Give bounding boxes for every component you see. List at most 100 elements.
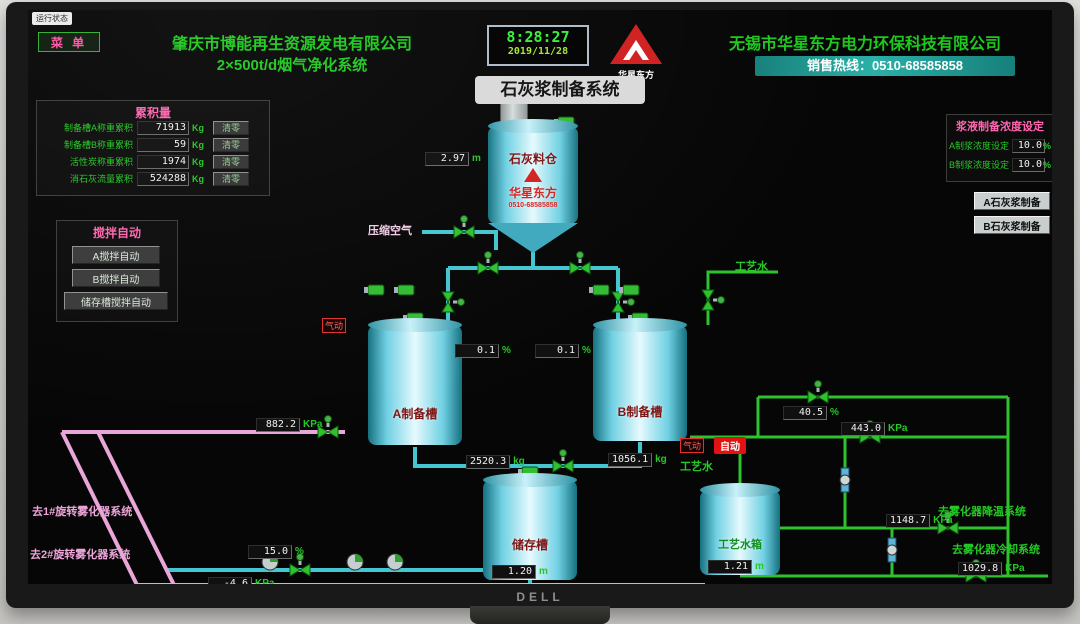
setpoint-unit: % xyxy=(1043,160,1052,170)
pressure-r1-value: 443.0 xyxy=(841,422,885,436)
pressure-left-unit: KPa xyxy=(255,578,275,584)
hmi-screen: 运行状态 菜 单 肇庆市博能再生资源发电有限公司 2×500t/d烟气净化系统 … xyxy=(28,10,1052,584)
acc-unit: Kg xyxy=(192,174,204,184)
concentration-row: A制浆浓度设定 10.0 % xyxy=(947,139,1052,153)
pump-icon xyxy=(346,553,364,571)
silo-label: 石灰料仓 xyxy=(508,152,557,166)
prep-b-button[interactable]: B石灰浆制备 xyxy=(974,216,1050,234)
pumps xyxy=(261,467,898,571)
weight-a-unit: kg xyxy=(513,456,525,467)
storage-level-value: 1.20 xyxy=(492,565,536,579)
silo-phone: 0510-68585858 xyxy=(508,202,558,209)
pump-icon xyxy=(839,467,851,493)
clear-button[interactable]: 清零 xyxy=(213,138,249,152)
logo-text: 华星东方 xyxy=(617,70,654,80)
density-b-value: 0.1 xyxy=(535,344,579,358)
density-a-readout: 0.1% xyxy=(455,340,511,358)
acc-label: 制备槽A称重累积 xyxy=(63,123,133,133)
monitor-stand xyxy=(470,606,610,624)
pump-icon xyxy=(886,537,898,563)
dest-cooling-2-label: 去雾化器冷却系统 xyxy=(952,544,1040,556)
sales-hotline: 销售热线：0510-68585858 xyxy=(755,56,1015,76)
lime-silo: 石灰料仓 华星东方 0510-68585858 xyxy=(488,119,578,224)
company-logo-icon: 华星东方 xyxy=(605,22,667,86)
acc-value: 71913 xyxy=(137,121,189,135)
pressure-a-value: 882.2 xyxy=(256,418,300,432)
valve-icon xyxy=(453,215,475,239)
agitator-a-auto-button[interactable]: A搅拌自动 xyxy=(72,246,160,264)
concentration-panel: 浆液制备浓度设定 A制浆浓度设定 10.0 % B制浆浓度设定 10.0 % xyxy=(946,114,1052,182)
pink-pipes xyxy=(60,430,705,584)
weight-a-value: 2520.3 xyxy=(466,455,511,469)
auto-mode-badge[interactable]: 自动 xyxy=(714,437,746,454)
acc-label: 消石灰流量累积 xyxy=(69,174,133,184)
dest-atomizer-1-label: 去1#旋转雾化器系统 xyxy=(32,506,133,518)
valve-open-right-readout: 40.5% xyxy=(783,402,839,420)
pressure-r1-unit: KPa xyxy=(888,423,908,434)
water-level-unit: m xyxy=(755,561,764,572)
clear-button[interactable]: 清零 xyxy=(213,172,249,186)
prep-a-button[interactable]: A石灰浆制备 xyxy=(974,192,1050,210)
menu-button[interactable]: 菜 单 xyxy=(38,32,100,52)
water-tank-label: 工艺水箱 xyxy=(718,539,762,551)
dest-cooling-1-label: 去雾化器降温系统 xyxy=(938,506,1026,518)
water-level-value: 1.21 xyxy=(708,560,752,574)
motor-icon xyxy=(363,284,385,296)
accumulator-panel: 累积量 制备槽A称重累积 71913 Kg 清零 制备槽B称重累积 59 Kg … xyxy=(36,100,270,196)
density-a-value: 0.1 xyxy=(455,344,499,358)
status-chip: 运行状态 xyxy=(32,12,72,25)
valve-icon xyxy=(569,251,591,275)
silo-cone xyxy=(488,223,578,253)
setpoint-b-input[interactable]: 10.0 xyxy=(1012,158,1045,172)
prep-tank-a: A制备槽 xyxy=(368,318,462,445)
pneumatic-badge: 气动 xyxy=(322,318,347,333)
tank-b-label: B制备槽 xyxy=(617,405,663,419)
company-left-line1: 肇庆市博能再生资源发电有限公司 xyxy=(171,36,412,53)
agitator-panel: 搅拌自动 A搅拌自动 B搅拌自动 储存槽搅拌自动 xyxy=(56,220,178,322)
valve-icon xyxy=(807,380,829,404)
acc-unit: Kg xyxy=(192,123,204,133)
valve-open-right-value: 40.5 xyxy=(783,406,827,420)
density-b-readout: 0.1% xyxy=(535,340,591,358)
setpoint-label: B制浆浓度设定 xyxy=(948,160,1009,170)
silo-watermark: 华星东方 xyxy=(508,186,557,200)
valve-open-left-readout: 15.0% xyxy=(248,541,304,559)
valve-icon xyxy=(552,449,574,473)
setpoint-a-input[interactable]: 10.0 xyxy=(1012,139,1045,153)
acc-value: 59 xyxy=(137,138,189,152)
valve-open-right-unit: % xyxy=(830,407,839,418)
accumulator-title: 累积量 xyxy=(134,106,171,120)
dest-atomizer-2-label: 去2#旋转雾化器系统 xyxy=(30,549,131,561)
clear-button[interactable]: 清零 xyxy=(213,121,249,135)
silo-logo-icon xyxy=(524,168,542,182)
process-water-label-1: 工艺水 xyxy=(735,261,768,273)
storage-agitator-auto-button[interactable]: 储存槽搅拌自动 xyxy=(64,292,168,310)
clear-button[interactable]: 清零 xyxy=(213,155,249,169)
density-a-unit: % xyxy=(502,345,511,356)
accumulator-row: 制备槽A称重累积 71913 Kg 清零 xyxy=(37,121,269,135)
setpoint-label: A制浆浓度设定 xyxy=(948,141,1009,151)
compressed-air-label: 压缩空气 xyxy=(368,225,412,237)
company-right: 无锡市华星东方电力环保科技有限公司 xyxy=(728,36,1001,53)
pressure-r3-unit: KPa xyxy=(1005,563,1025,574)
weight-b-value: 1056.1 xyxy=(608,453,653,467)
weight-b-unit: kg xyxy=(655,454,667,465)
accumulator-row: 消石灰流量累积 524288 Kg 清零 xyxy=(37,172,269,186)
density-b-unit: % xyxy=(582,345,591,356)
tank-a-label: A制备槽 xyxy=(392,407,438,421)
pump-icon xyxy=(386,553,404,571)
agitator-b-auto-button[interactable]: B搅拌自动 xyxy=(72,269,160,287)
pressure-r3-value: 1029.8 xyxy=(958,562,1003,576)
acc-label: 活性炭称重累积 xyxy=(69,157,133,167)
monitor-bezel: 运行状态 菜 单 肇庆市博能再生资源发电有限公司 2×500t/d烟气净化系统 … xyxy=(6,2,1074,608)
storage-label: 储存槽 xyxy=(511,538,548,552)
prep-tank-b: B制备槽 xyxy=(593,318,687,441)
pipe-network xyxy=(60,116,1048,584)
storage-tank: 储存槽 xyxy=(483,473,577,580)
concentration-row: B制浆浓度设定 10.0 % xyxy=(947,158,1052,172)
